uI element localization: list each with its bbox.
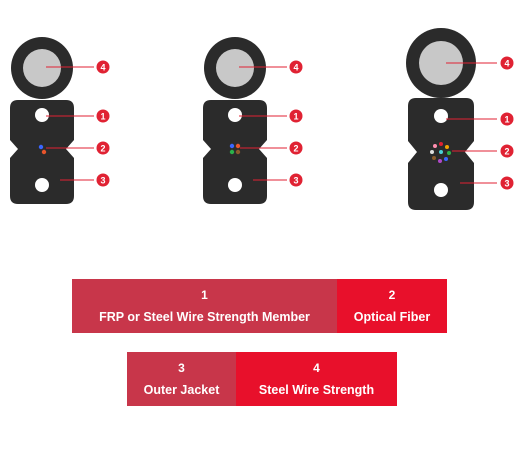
callout-number-1: 1 [100, 112, 105, 122]
callout-number-2: 2 [293, 144, 298, 154]
optical-fiber [235, 149, 241, 155]
steel-wire-core [216, 49, 254, 87]
strength-member-top [35, 108, 49, 122]
callout-number-2: 2 [100, 144, 105, 154]
steel-wire-core [23, 49, 61, 87]
optical-fiber [438, 159, 442, 163]
callout-number-3: 3 [504, 179, 509, 189]
legend-item-steel-wire-strength: 4 Steel Wire Strength [236, 352, 397, 406]
optical-fiber [433, 144, 437, 148]
callout-badge [289, 173, 303, 187]
callout-number-4: 4 [100, 63, 105, 73]
callout-badge [500, 144, 514, 158]
callout-badge [289, 60, 303, 74]
legend-item-outer-jacket: 3 Outer Jacket [127, 352, 236, 406]
legend-number: 3 [178, 361, 185, 375]
callout-badge [500, 56, 514, 70]
callout-badge [500, 112, 514, 126]
callout-number-4: 4 [504, 59, 509, 69]
callout-badge [96, 173, 110, 187]
steel-wire-core [419, 41, 463, 85]
strength-member-bottom [35, 178, 49, 192]
strength-member-bottom [434, 183, 448, 197]
legend-number: 2 [388, 288, 396, 302]
legend-label: Optical Fiber [353, 310, 431, 324]
cable-2: 4 1 2 3 [203, 37, 303, 204]
callout-badge [96, 60, 110, 74]
legend-label: FRP or Steel Wire Strength Member [99, 310, 310, 324]
callout-number-2: 2 [504, 147, 509, 157]
callout-number-4: 4 [293, 63, 298, 73]
optical-fiber [41, 149, 47, 155]
optical-fiber [445, 145, 449, 149]
callout-badge [289, 109, 303, 123]
strength-member-top [228, 108, 242, 122]
legend-label: Steel Wire Strength [258, 383, 375, 397]
cable-1: 4 1 2 3 [10, 37, 110, 204]
optical-fiber [447, 151, 451, 155]
optical-fiber [235, 143, 241, 149]
optical-fiber [229, 143, 235, 149]
cable-3: 4 1 2 3 [406, 28, 514, 210]
callout-number-1: 1 [504, 115, 509, 125]
callout-number-3: 3 [100, 176, 105, 186]
callout-number-3: 3 [293, 176, 298, 186]
optical-fiber [444, 157, 448, 161]
optical-fiber [430, 150, 434, 154]
optical-fiber [229, 149, 235, 155]
strength-member-top [434, 109, 448, 123]
legend-number: 4 [313, 361, 320, 375]
cable-cross-section-diagram: 4 1 2 3 4 1 2 3 [10, 28, 514, 210]
legend-item-strength-member: 1 FRP or Steel Wire Strength Member [72, 279, 337, 333]
legend-item-optical-fiber: 2 Optical Fiber [337, 279, 447, 333]
callout-badge [96, 141, 110, 155]
legend-number: 1 [201, 288, 208, 302]
legend-label: Outer Jacket [143, 383, 220, 397]
optical-fiber [38, 144, 44, 150]
strength-member-bottom [228, 178, 242, 192]
callout-badge [289, 141, 303, 155]
optical-fiber [432, 156, 436, 160]
optical-fiber [439, 150, 443, 154]
callout-badge [500, 176, 514, 190]
fiber-bundle [430, 142, 451, 163]
outer-jacket [203, 100, 267, 204]
callout-number-1: 1 [293, 112, 298, 122]
optical-fiber [439, 142, 443, 146]
callout-badge [96, 109, 110, 123]
